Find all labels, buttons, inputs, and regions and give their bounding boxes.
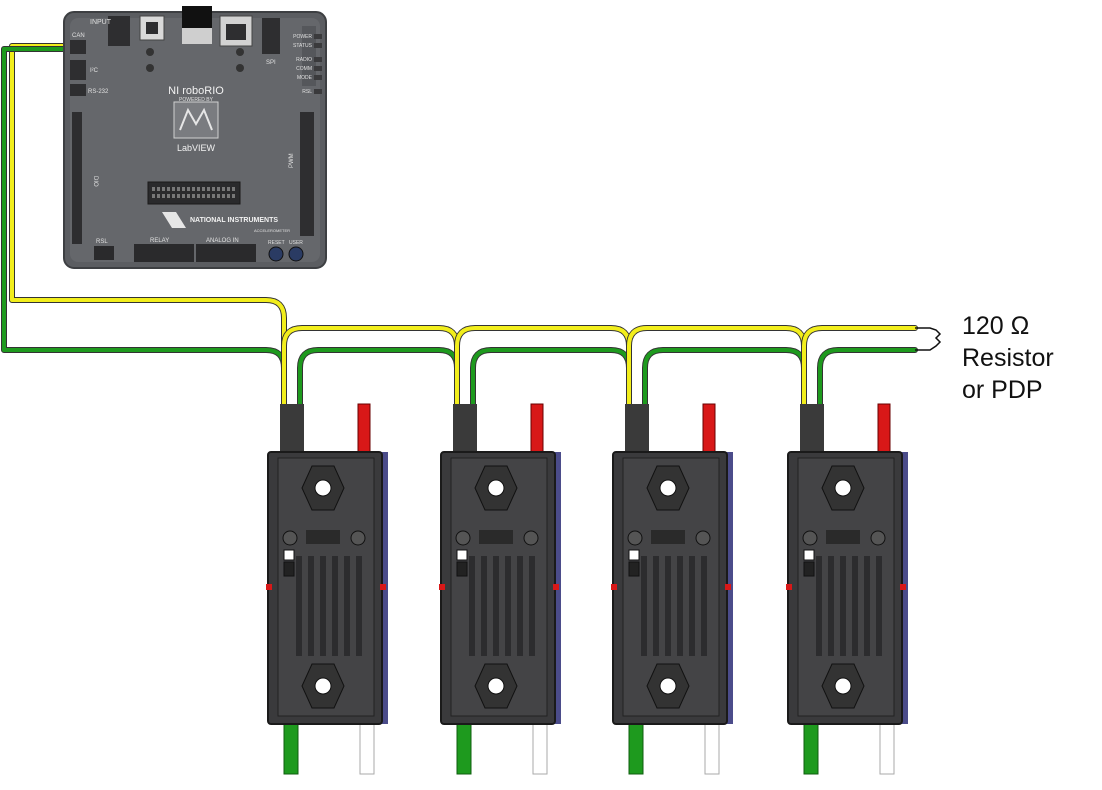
motor-controller [439,403,561,775]
mount-hole-bottom [659,677,677,695]
port-label-relay: RELAY [150,238,169,244]
rsl-header [94,246,114,260]
port-label-pwm: PWM [289,153,295,168]
status-led-indicator [314,34,322,39]
mount-hole-bottom [487,677,505,695]
motor-controllers [266,403,908,775]
power-input-connector [108,16,130,46]
user-button [288,246,304,262]
output-lead-white [704,721,720,775]
mount-hole-top [487,479,505,497]
controller-name: NI roboRIO [168,85,224,97]
status-led-indicator [314,57,322,62]
can-high-wire-segment [627,326,806,407]
status-led-label: COMM [296,66,312,72]
output-lead-white [359,721,375,775]
port-label-dio: DIO [92,176,98,187]
status-led [628,549,640,561]
can-connector [70,40,86,54]
termination-line-1: 120 Ω [962,312,1030,340]
termination-label: 120 Ω Resistor or PDP [962,310,1097,406]
output-lead-white [532,721,548,775]
mount-hole-top [314,479,332,497]
relay-header [134,244,194,262]
usb-host-port [182,6,212,28]
can-low-wire-segment [643,348,806,407]
can-wire-sleeve [800,404,824,454]
mount-hole-bottom [314,677,332,695]
status-led-label: RADIO [296,57,312,63]
pwm-header [300,112,314,236]
port-label-rsl: RSL [96,239,108,245]
port-label-user: USER [289,240,303,246]
port-label-accelerometer: ACCELEROMETER [254,228,290,233]
analog-in-header [196,244,256,262]
can-high-wire-segment [802,326,917,407]
config-button [283,561,295,577]
status-led-label: RSL [302,89,312,95]
badge-top-text: POWERED BY [179,97,214,103]
motor-controller [611,403,733,775]
reset-button [268,246,284,262]
mount-hole-top [659,479,677,497]
status-led-label: MODE [297,75,313,81]
port-label-rs232: RS-232 [88,89,109,95]
badge-main-text: LabVIEW [177,143,216,153]
port-label-i2c: I²C [90,68,99,74]
labview-badge [173,101,219,139]
mxp-expansion-port [147,181,241,205]
mount-hole-bottom [834,677,852,695]
output-lead-green [628,721,644,775]
status-led [456,549,468,561]
port-label-input: INPUT [90,19,112,26]
termination-line-2: Resistor [962,344,1054,372]
config-button [628,561,640,577]
status-led-indicator [314,66,322,71]
motor-controller [266,403,388,775]
power-lead [357,403,371,455]
motor-controller [786,403,908,775]
roborio-controller: POWER STATUS RADIO COMM MODE RSL NI roboRIO P… [63,6,327,269]
can-bus-wires [1,43,942,408]
status-led-label: STATUS [293,43,313,49]
power-lead [702,403,716,455]
power-lead [877,403,891,455]
i2c-header [70,60,86,80]
status-led-label: POWER [293,34,312,40]
termination-resistor-icon [915,327,942,351]
can-low-wire-segment [298,348,459,407]
config-button [803,561,815,577]
port-label-spi: SPI [266,60,276,66]
rs232-header [70,84,86,96]
ni-logo-icon [162,212,186,228]
can-low-wire-segment [818,348,917,407]
port-label-can: CAN [72,33,85,39]
mount-hole-top [834,479,852,497]
status-led [283,549,295,561]
dio-header [72,112,82,244]
can-wire-sleeve [280,404,304,454]
port-label-analog-in: ANALOG IN [206,238,239,244]
status-led-indicator [314,43,322,48]
port-label-reset: RESET [268,240,285,246]
output-lead-green [803,721,819,775]
brand-text: NATIONAL INSTRUMENTS [190,217,278,224]
termination-line-3: or PDP [962,376,1043,404]
can-high-wire-segment [282,326,459,407]
power-lead [530,403,544,455]
can-high-wire-segment [455,326,631,407]
can-wire-sleeve [625,404,649,454]
status-led-indicator [314,89,322,94]
output-lead-green [283,721,299,775]
can-wire-sleeve [453,404,477,454]
status-led [803,549,815,561]
config-button [456,561,468,577]
can-high-wire-trunk [10,44,286,407]
spi-header [262,18,280,54]
status-led-indicator [314,75,322,80]
can-low-wire-segment [471,348,631,407]
output-lead-white [879,721,895,775]
output-lead-green [456,721,472,775]
